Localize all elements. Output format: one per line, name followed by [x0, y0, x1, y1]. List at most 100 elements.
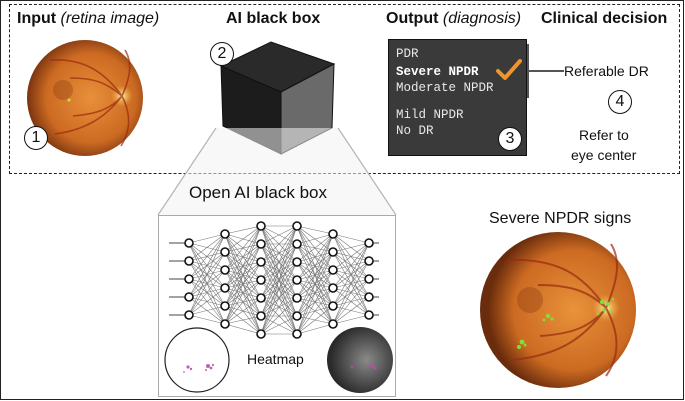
nn-node	[328, 283, 338, 293]
grade-severe-npdr: Severe NPDR	[396, 65, 479, 79]
nn-node	[328, 319, 338, 329]
nn-node	[256, 275, 266, 285]
refer-to-label: Refer to	[579, 127, 629, 143]
nn-node	[256, 221, 266, 231]
nn-connection	[332, 314, 370, 325]
nn-connection	[224, 225, 262, 235]
nn-connection	[188, 251, 226, 316]
nn-connection	[188, 233, 226, 316]
referable-dr-label: Referable DR	[564, 63, 649, 79]
nn-connection	[224, 225, 262, 307]
checkmark-icon	[496, 59, 522, 80]
nn-node	[184, 310, 194, 320]
nn-connection	[296, 233, 334, 281]
eye-center-label: eye center	[571, 147, 637, 163]
nn-connection	[332, 242, 370, 253]
nn-connection	[332, 242, 370, 307]
nn-connection	[260, 279, 298, 335]
input-heading: Input (retina image)	[17, 10, 160, 27]
nn-connection	[260, 225, 298, 317]
nn-connection	[224, 225, 262, 253]
nn-node	[220, 247, 230, 257]
severe-npdr-signs-title: Severe NPDR signs	[489, 210, 632, 227]
nn-connection	[260, 297, 298, 335]
black-box-heading: AI black box	[226, 10, 321, 27]
nn-node	[220, 265, 230, 275]
nn-connection	[260, 225, 298, 299]
nn-node	[364, 238, 374, 248]
nn-connection	[296, 233, 334, 263]
nn-node	[364, 310, 374, 320]
nn-connection	[260, 225, 298, 335]
nn-connection	[224, 297, 262, 325]
nn-connection	[332, 242, 370, 271]
nn-connection	[296, 233, 334, 335]
step-4-marker: 4	[608, 90, 632, 114]
nn-connection	[224, 225, 262, 325]
nn-node	[184, 238, 194, 248]
nn-node	[256, 311, 266, 321]
nn-connection	[332, 242, 370, 289]
nn-connection	[224, 279, 262, 325]
open-black-box-title: Open AI black box	[189, 183, 327, 202]
nn-connection	[296, 269, 334, 335]
clinical-decision-heading: Clinical decision	[541, 10, 668, 27]
nn-node	[328, 247, 338, 257]
nn-connection	[188, 233, 226, 298]
nn-connection	[332, 233, 370, 244]
nn-connection	[260, 261, 298, 335]
nn-node	[292, 275, 302, 285]
nn-node	[292, 257, 302, 267]
nn-connection	[224, 225, 262, 271]
nn-node	[292, 239, 302, 249]
nn-node	[364, 292, 374, 302]
nn-connection	[188, 314, 226, 325]
input-retina-image	[27, 40, 143, 156]
nn-connection	[224, 323, 262, 335]
nn-node	[292, 311, 302, 321]
nn-node	[184, 292, 194, 302]
nn-node	[184, 274, 194, 284]
nn-connection	[260, 225, 298, 245]
nn-connection	[332, 260, 370, 325]
nn-connection	[188, 269, 226, 316]
nn-node	[292, 329, 302, 339]
nn-connection	[296, 233, 334, 245]
nn-node	[256, 329, 266, 339]
nn-node	[292, 221, 302, 231]
severe-npdr-retina-image	[480, 232, 636, 388]
nn-connection	[332, 296, 370, 325]
heatmap-label: Heatmap	[247, 351, 304, 367]
nn-node	[256, 293, 266, 303]
nn-node	[220, 283, 230, 293]
nn-connection	[260, 225, 298, 281]
nn-connection	[188, 233, 226, 280]
nn-connection	[188, 233, 226, 244]
nn-connection	[332, 242, 370, 325]
nn-connection	[296, 305, 334, 335]
nn-connection	[260, 225, 298, 263]
nn-connection	[260, 243, 298, 335]
nn-connection	[260, 315, 298, 335]
output-heading: Output (diagnosis)	[386, 10, 522, 27]
nn-connection	[296, 233, 334, 317]
nn-node	[184, 256, 194, 266]
step-1-marker: 1	[24, 126, 48, 150]
nn-node	[220, 229, 230, 239]
grade-mild-npdr: Mild NPDR	[396, 108, 464, 122]
nn-node	[220, 319, 230, 329]
nn-connection	[188, 287, 226, 316]
nn-connection	[188, 305, 226, 316]
nn-node	[328, 265, 338, 275]
nn-node	[256, 239, 266, 249]
grade-pdr: PDR	[396, 47, 419, 61]
nn-node	[256, 257, 266, 267]
neural-network-diagram	[169, 221, 379, 339]
nn-node	[364, 274, 374, 284]
nn-connection	[296, 225, 334, 235]
nn-connection	[224, 261, 262, 325]
nn-connection	[332, 278, 370, 325]
nn-node	[292, 293, 302, 303]
